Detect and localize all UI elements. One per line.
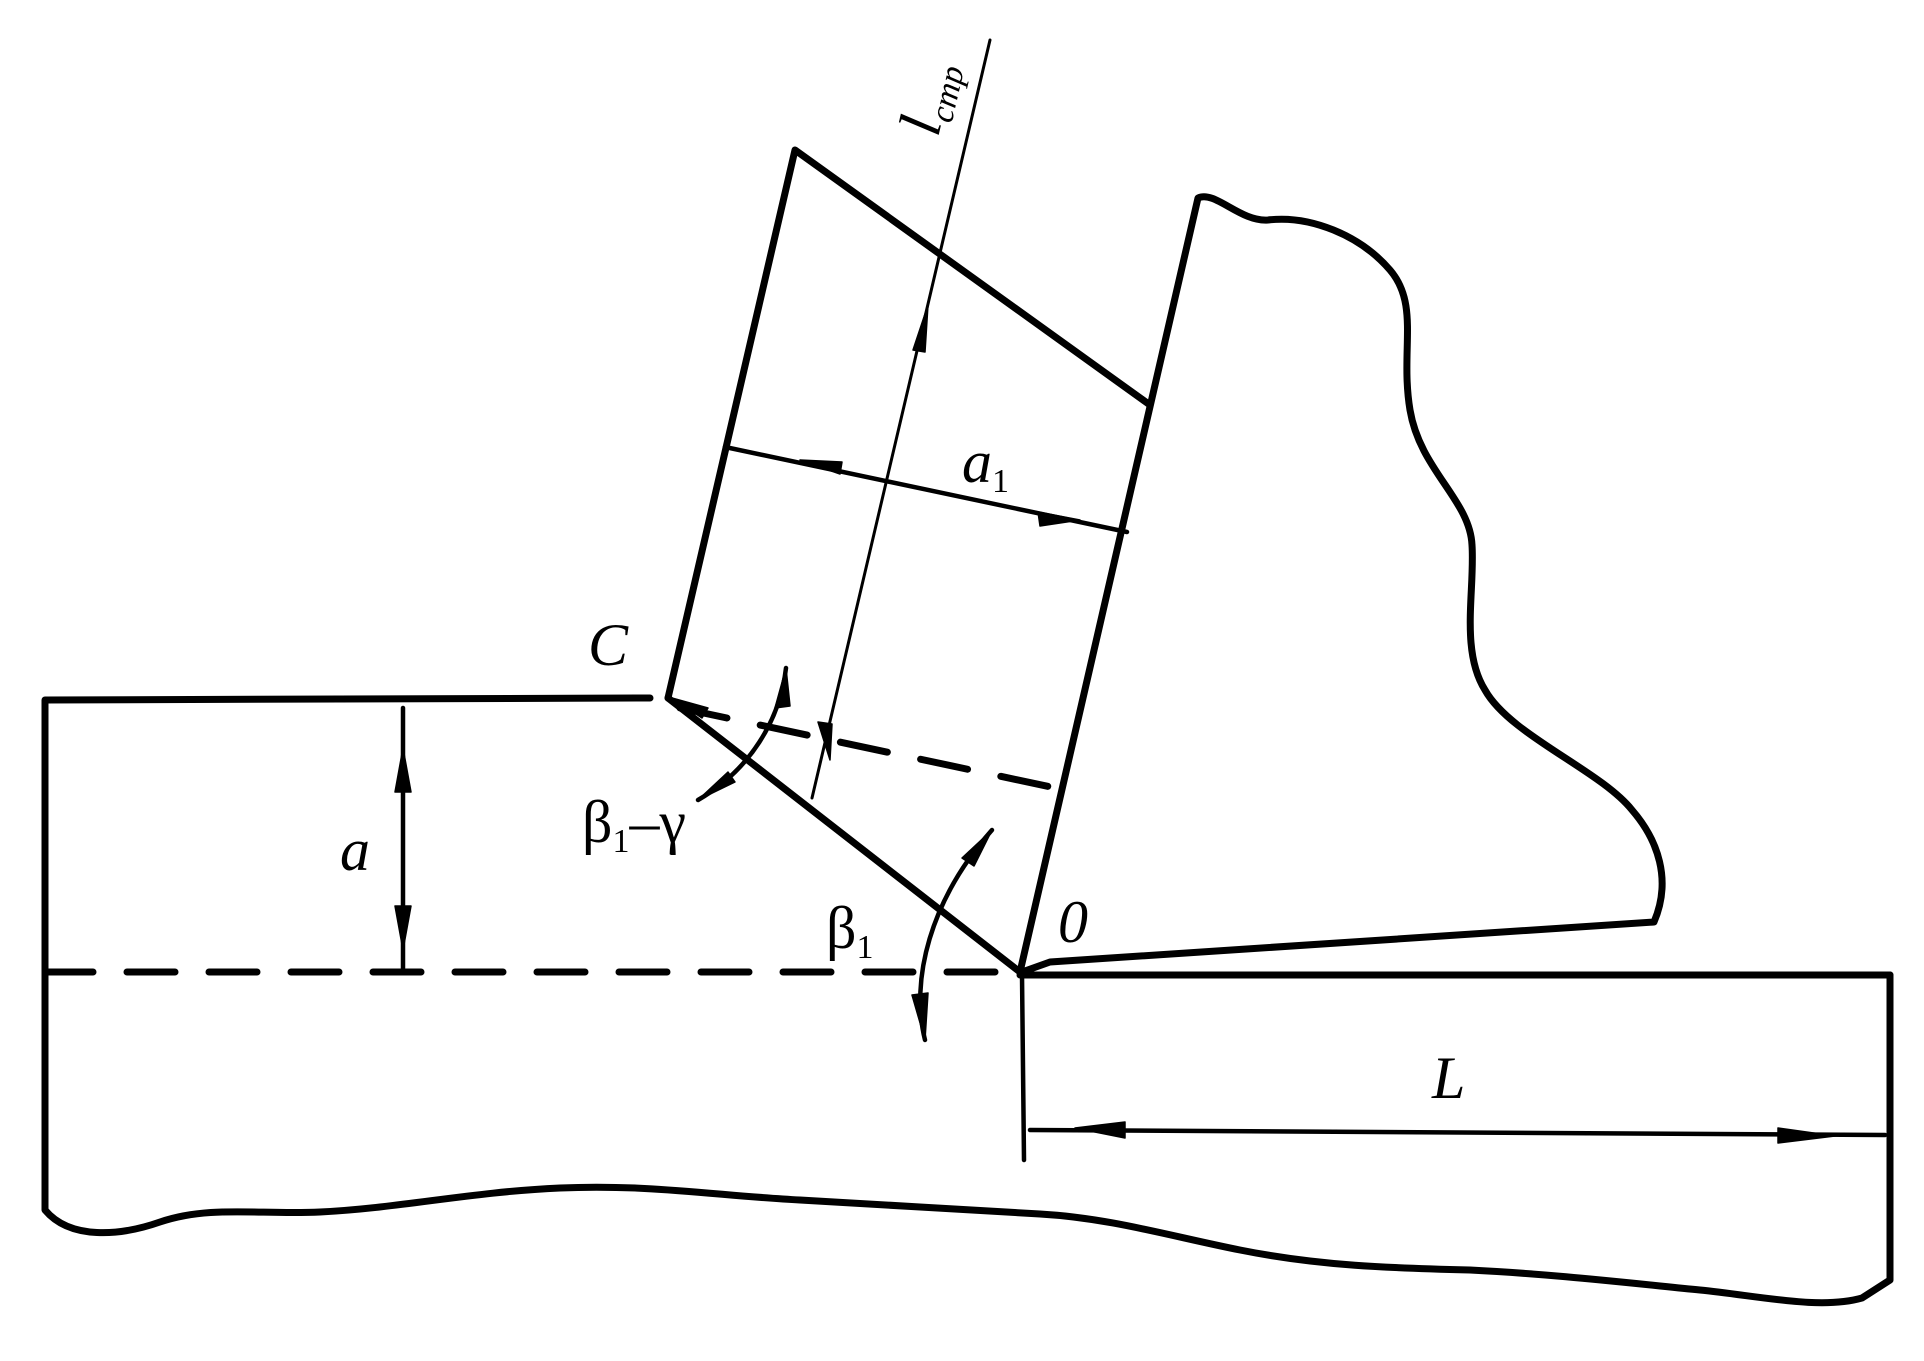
arrowhead-chip-lower: [817, 721, 833, 761]
label-zero: 0: [1058, 889, 1088, 955]
arrowhead-L-right: [1777, 1127, 1836, 1144]
l-str-line: [810, 38, 992, 800]
arrowhead-arc-beta1-gamma-bottom: [697, 771, 736, 801]
arrowhead-arc-beta1-gamma-top: [774, 667, 791, 709]
label-a: a: [340, 817, 370, 883]
label-beta1: β1: [826, 895, 874, 966]
label-L: L: [1431, 1045, 1465, 1111]
arrowhead-L-left: [1074, 1121, 1126, 1139]
arrowhead-a-bottom: [394, 905, 412, 951]
label-c: C: [588, 612, 629, 678]
arrowhead-arc-beta1-bottom: [911, 992, 929, 1041]
angle-arc-beta1: [918, 827, 995, 1043]
shear-plane-line: [664, 694, 1024, 976]
L-dimension-line: [1027, 1127, 1888, 1138]
chip-dashed-line: [676, 704, 1069, 794]
arrowhead-l-str: [912, 304, 929, 353]
arrowhead-arc-beta1-top: [961, 829, 993, 867]
chip-outline: [664, 146, 1154, 702]
arrowhead-a1-left: [799, 459, 843, 475]
arrowhead-a-top: [394, 747, 412, 793]
tool-outline: [1016, 193, 1666, 976]
arrowhead-c-corner: [671, 697, 709, 719]
label-a1: a1: [962, 429, 1009, 500]
workpiece-outline: [41, 694, 1894, 1307]
label-beta1-gamma: β1–γ: [582, 789, 686, 860]
arrowhead-a1-right: [1037, 511, 1081, 527]
label-l-str: lстр: [886, 55, 972, 142]
step-line: [1019, 972, 1027, 1163]
